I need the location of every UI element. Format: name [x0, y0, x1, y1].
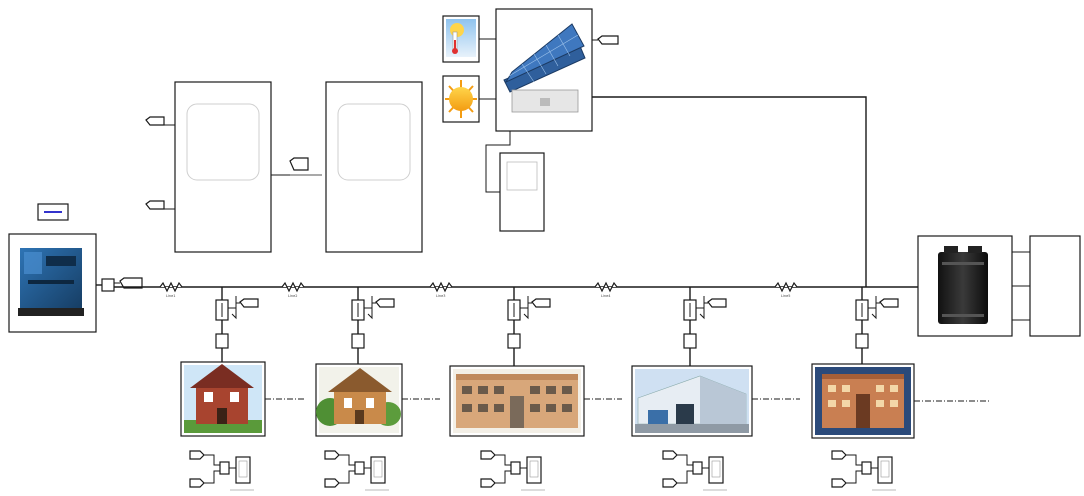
controller-link-tag[interactable]: [283, 158, 322, 175]
office-building-icon: [453, 369, 581, 433]
warehouse-icon: [635, 369, 749, 433]
signal-from-tag[interactable]: [190, 451, 204, 459]
product-block[interactable]: [511, 462, 520, 474]
svg-text:Line5: Line5: [781, 294, 791, 298]
svg-text:Line1: Line1: [166, 294, 176, 298]
load-block-5[interactable]: [812, 364, 914, 438]
load-block-1[interactable]: [181, 362, 265, 436]
house-brick-icon: [184, 364, 262, 433]
battery-controller-block[interactable]: [1030, 236, 1080, 336]
load-breaker[interactable]: [352, 334, 364, 348]
feeder-group: [216, 287, 898, 366]
diesel-generator-block[interactable]: [9, 234, 96, 332]
load-block-4[interactable]: [632, 366, 752, 436]
signal-from-tag[interactable]: [481, 451, 495, 459]
svg-text:Line2: Line2: [288, 294, 298, 298]
sun-icon: [445, 80, 477, 118]
battery-icon: [938, 246, 988, 324]
line-impedance-3[interactable]: Line3: [430, 283, 452, 298]
meter-4[interactable]: [663, 451, 727, 490]
pv-feeder-line: [592, 97, 866, 287]
line-impedance-2[interactable]: Line2: [282, 283, 304, 298]
meter-3[interactable]: [481, 451, 545, 490]
feeder-5[interactable]: [856, 287, 898, 364]
controller-input-tag-1[interactable]: [146, 117, 175, 125]
generator-icon: [18, 248, 84, 316]
power-measure-tag[interactable]: [240, 299, 258, 307]
signal-from-tag[interactable]: [481, 479, 495, 487]
scope-label-box[interactable]: [38, 204, 68, 220]
controller-subsystem-2[interactable]: [326, 82, 422, 252]
feeder-2[interactable]: [352, 287, 394, 364]
signal-from-tag[interactable]: [663, 451, 677, 459]
line-impedance-4[interactable]: Line4: [595, 283, 617, 298]
temperature-input-block[interactable]: [443, 16, 479, 62]
signal-from-tag[interactable]: [832, 479, 846, 487]
feeder-3[interactable]: [508, 287, 550, 366]
meter-5[interactable]: [832, 451, 896, 490]
pv-scope-block[interactable]: [500, 153, 544, 231]
signal-from-tag[interactable]: [832, 451, 846, 459]
svg-text:Line4: Line4: [601, 294, 611, 298]
product-block[interactable]: [220, 462, 229, 474]
feeder-1[interactable]: [216, 287, 258, 362]
load-breaker[interactable]: [856, 334, 868, 348]
meter-group: [190, 451, 896, 490]
generator-breaker[interactable]: [102, 279, 114, 291]
load-breaker[interactable]: [216, 334, 228, 348]
product-block[interactable]: [693, 462, 702, 474]
product-block[interactable]: [355, 462, 364, 474]
signal-from-tag[interactable]: [325, 451, 339, 459]
power-measure-tag[interactable]: [880, 299, 898, 307]
feeder-4[interactable]: [684, 287, 726, 366]
power-measure-tag[interactable]: [376, 299, 394, 307]
battery-block[interactable]: [918, 236, 1012, 336]
line-impedance-1[interactable]: Line1: [160, 283, 182, 298]
product-block[interactable]: [862, 462, 871, 474]
load-breaker[interactable]: [508, 334, 520, 348]
load-block-3[interactable]: [450, 366, 584, 436]
signal-from-tag[interactable]: [663, 479, 677, 487]
line-impedance-5[interactable]: Line5: [775, 283, 797, 298]
signal-from-tag[interactable]: [325, 479, 339, 487]
controller-input-tag-2[interactable]: [146, 201, 175, 209]
load-breaker[interactable]: [684, 334, 696, 348]
thermometer-icon: [446, 19, 476, 57]
power-measure-tag[interactable]: [708, 299, 726, 307]
signal-from-tag[interactable]: [190, 479, 204, 487]
pv-array-block[interactable]: [496, 9, 592, 131]
meter-1[interactable]: [190, 451, 254, 490]
controller-subsystem-1[interactable]: [175, 82, 271, 252]
pv-measure-tag[interactable]: [592, 36, 618, 44]
meter-2[interactable]: [325, 451, 389, 490]
load-block-2[interactable]: [316, 364, 402, 436]
apartment-block-icon: [815, 367, 911, 435]
power-measure-tag[interactable]: [532, 299, 550, 307]
irradiance-input-block[interactable]: [443, 76, 479, 122]
cottage-icon: [316, 367, 401, 433]
svg-text:Line3: Line3: [436, 294, 446, 298]
